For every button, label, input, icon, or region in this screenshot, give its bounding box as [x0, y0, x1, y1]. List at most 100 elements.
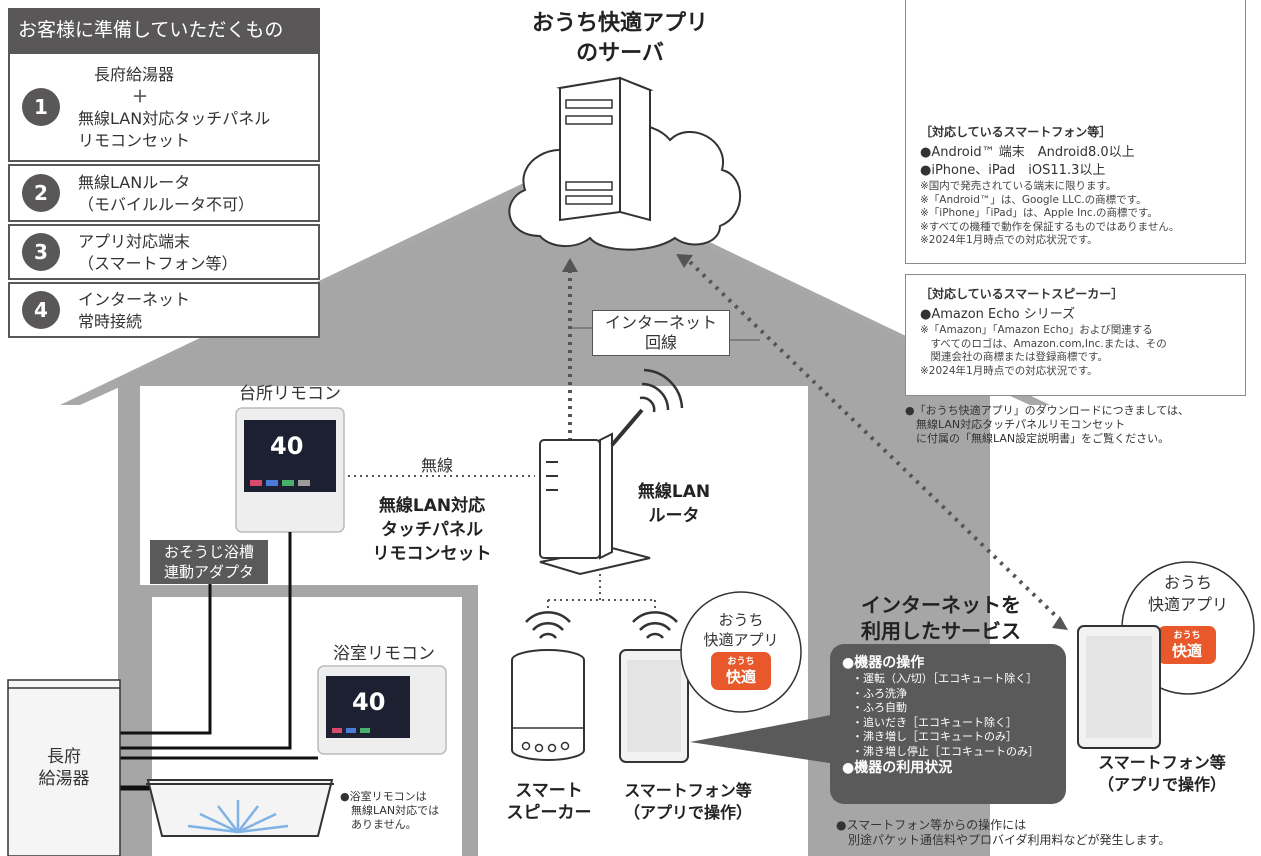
supported-android: ●Android™ 端末 Android8.0以上 — [920, 145, 1135, 160]
phones-note-5: ※2024年1月時点での対応状況です。 — [920, 234, 1098, 246]
phone-inner-label: スマートフォン等 （アプリで操作） — [623, 781, 752, 822]
bath-remote-temp: 40 — [352, 688, 386, 716]
phones-note-1: ※国内で発売されている端末に限ります。 — [920, 180, 1117, 192]
speakers-note-1: ※「Amazon」「Amazon Echo」および関連する — [920, 324, 1153, 336]
phone-outer-label: スマートフォン等 （アプリで操作） — [1097, 753, 1226, 794]
router-side — [599, 432, 613, 560]
services-head-operation: ●機器の操作 — [842, 655, 925, 671]
service-item-2: ・ふろ洗浄 — [852, 686, 907, 700]
phone-wave-1 — [646, 632, 664, 639]
kitchen-remote-btn-4 — [298, 480, 310, 486]
router-body — [539, 439, 601, 559]
requirement-item-3-line2: （スマートフォン等） — [78, 254, 238, 273]
server-slot-2 — [565, 115, 613, 125]
wire-kitchen-to-heater — [120, 532, 292, 750]
supported-phones-box: ［対応しているスマートフォン等］ ●Android™ 端末 Android8.0… — [905, 0, 1246, 264]
speakers-note-2: すべてのロゴは、Amazon.com,Inc.または、その — [920, 337, 1167, 350]
supported-speakers-title: ［対応しているスマートスピーカー］ — [920, 287, 1124, 301]
requirement-item-1-line3: リモコンセット — [78, 131, 191, 150]
supported-phones-title: ［対応しているスマートフォン等］ — [920, 125, 1112, 139]
phones-note-3: ※「iPhone」「iPad」は、Apple Inc.の商標です。 — [920, 207, 1158, 219]
requirement-item-2-line1: 無線LANルータ — [78, 173, 191, 192]
supported-ios: ●iPhone、iPad iOS11.3以上 — [920, 163, 1106, 178]
arrow-up-server — [562, 258, 578, 272]
requirement-item-4-line2: 常時接続 — [78, 312, 143, 331]
service-item-1: ・運転（入/切）［エコキュート除く］ — [852, 672, 1038, 685]
wireless-label: 無線 — [420, 456, 453, 475]
supported-speakers-box: ［対応しているスマートスピーカー］ ●Amazon Echo シリーズ ※「Am… — [905, 274, 1246, 396]
download-note: ●「おうち快適アプリ」のダウンロードにつきましては、 無線LAN対応タッチパネル… — [905, 404, 1190, 445]
kitchen-remote-btn-3 — [282, 480, 294, 486]
requirement-item-1-line1: 長府給湯器 — [94, 65, 175, 84]
bath-remote-btn-3 — [360, 728, 370, 733]
adapter-label: おそうじ浴槽 連動アダプタ — [150, 540, 268, 584]
server-slot-1 — [565, 99, 613, 109]
router-antenna — [610, 408, 644, 447]
callout-pointer — [690, 714, 836, 764]
app-icon-outer-line2: 快適 — [1171, 642, 1202, 660]
requirement-number-2: 2 — [22, 174, 60, 212]
app-icon-outer-line1: おうち — [1173, 631, 1201, 641]
phone-wave-3 — [632, 611, 678, 623]
remote-set-label: 無線LAN対応 タッチパネル リモコンセット — [372, 496, 492, 564]
speaker-wave-3 — [525, 611, 571, 623]
requirement-item-2: 2 無線LANルータ （モバイルルータ不可） — [8, 164, 320, 222]
bath-remote-screen — [326, 676, 410, 738]
requirement-item-3: 3 アプリ対応端末 （スマートフォン等） — [8, 224, 320, 280]
server-slot-4 — [565, 195, 613, 205]
mid-wall — [472, 585, 478, 856]
phone-wave-2 — [639, 621, 671, 631]
fee-note: ●スマートフォン等からの操作には 別途パケット通信料やプロバイダ利用料などが発生… — [836, 818, 1171, 847]
arrow-diagonal-bottom — [1052, 616, 1068, 630]
bathtub — [146, 779, 334, 837]
requirement-plus-icon: ＋ — [132, 87, 149, 106]
speaker-buttons — [521, 741, 570, 753]
bath-remote-label: 浴室リモコン — [333, 644, 435, 664]
kitchen-remote-label: 台所リモコン — [239, 384, 341, 404]
phone-inner-screen — [627, 660, 681, 752]
requirement-item-1-line2: 無線LAN対応タッチパネル — [78, 109, 271, 128]
supported-amazon-echo: ●Amazon Echo シリーズ — [920, 307, 1076, 322]
arrow-diagonal-top — [676, 254, 693, 268]
speakers-note-3: 関連会社の商標または登録商標です。 — [920, 351, 1108, 363]
service-item-5: ・沸き増し［エコキュートのみ］ — [852, 730, 1017, 743]
internet-line-label: インターネット 回線 — [592, 310, 730, 356]
house-right-wall — [808, 386, 822, 856]
router-wave-2 — [641, 382, 670, 411]
bath-remote-btn-2 — [346, 728, 356, 733]
speaker-wave-2 — [532, 621, 564, 631]
requirement-item-4: 4 インターネット 常時接続 — [8, 282, 320, 338]
requirement-item-1: 1 長府給湯器 ＋ 無線LAN対応タッチパネル リモコンセット — [8, 52, 320, 162]
service-item-4: ・追いだき［エコキュート除く］ — [852, 715, 1017, 729]
phones-note-2: ※「Android™」は、Google LLC.の商標です。 — [920, 193, 1147, 206]
service-item-6: ・沸き増し停止［エコキュートのみ］ — [852, 744, 1039, 758]
services-callout: ●機器の操作 ・運転（入/切）［エコキュート除く］ ・ふろ洗浄 ・ふろ自動 ・追… — [830, 644, 1066, 804]
phones-note-4: ※すべての機種で動作を保証するものではありません。 — [920, 220, 1180, 233]
requirement-number-1: 1 — [22, 88, 60, 126]
water-arrows — [187, 800, 289, 834]
heater-unit — [7, 679, 121, 856]
kitchen-remote-btn-1 — [250, 480, 262, 486]
server-title-line2: のサーバ — [576, 41, 664, 66]
requirement-item-2-line2: （モバイルルータ不可） — [78, 195, 255, 214]
app-bubble-outer-label: おうち 快適アプリ — [1147, 573, 1228, 614]
speaker-label: スマート スピーカー — [506, 781, 592, 823]
requirement-item-3-line1: アプリ対応端末 — [78, 232, 191, 251]
requirement-item-4-line1: インターネット — [78, 290, 191, 309]
server-tower-side — [619, 76, 651, 222]
app-icon-inner-line1: おうち — [727, 657, 755, 667]
app-icon-outer — [1158, 626, 1216, 664]
app-icon-inner-line2: 快適 — [725, 668, 756, 686]
services-head-usage: ●機器の利用状況 — [842, 760, 953, 776]
internet-line-label-line1: インターネット — [604, 313, 717, 332]
speakers-note-4: ※2024年1月時点での対応状況です。 — [920, 364, 1098, 377]
heater-label: 長府 給湯器 — [38, 747, 90, 789]
server-title-line1: おうち快適アプリ — [531, 11, 708, 36]
bath-remote-btn-1 — [332, 728, 342, 733]
bath-remote-note: ●浴室リモコンは 無線LAN対応では ありません。 — [340, 790, 440, 831]
kitchen-remote-btn-2 — [266, 480, 278, 486]
wire-adapter-to-heater — [120, 580, 212, 735]
app-bubble-inner-label: おうち 快適アプリ — [703, 611, 779, 649]
router-wave-1 — [639, 396, 656, 413]
service-item-3: ・ふろ自動 — [852, 701, 907, 714]
